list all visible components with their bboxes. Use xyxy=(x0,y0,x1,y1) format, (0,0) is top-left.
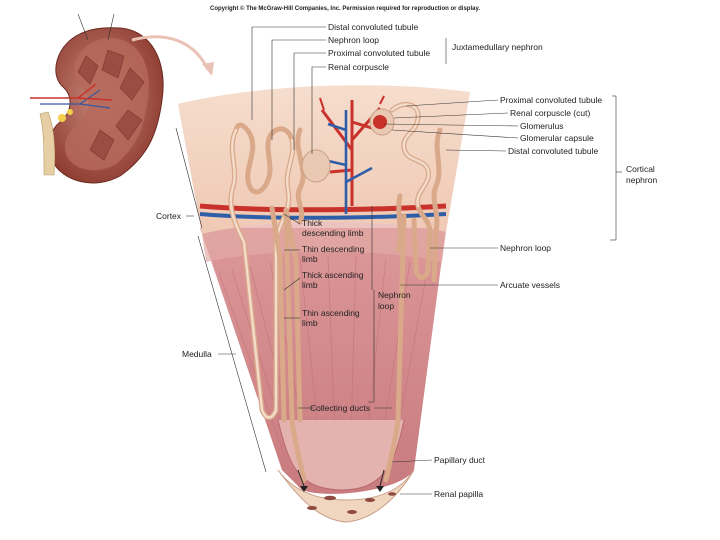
label-renal-papilla: Renal papilla xyxy=(434,489,483,499)
label-nephron-loop-mid-line2: loop xyxy=(378,301,394,311)
leader-lines xyxy=(186,26,519,495)
label-collecting-ducts: Collecting ducts xyxy=(310,403,370,413)
label-thin-descending-line1: Thin descending xyxy=(302,244,365,254)
label-medulla: Medulla xyxy=(182,349,212,359)
collecting-ducts-shape xyxy=(283,213,407,492)
renal-corpuscle-left xyxy=(301,149,331,183)
kidney-wedge xyxy=(178,85,470,523)
label-thick-ascending-line1: Thick ascending xyxy=(302,270,364,280)
label-cortical-nephron-line2: nephron xyxy=(626,175,657,185)
label-nephron-loop-top: Nephron loop xyxy=(328,35,379,45)
label-cortex: Cortex xyxy=(156,211,182,221)
label-thin-ascending-line1: Thin ascending xyxy=(302,308,360,318)
label-thick-ascending-line2: limb xyxy=(302,280,318,290)
label-thin-descending-line2: limb xyxy=(302,254,318,264)
label-glomerulus: Glomerulus xyxy=(520,121,563,131)
label-nephron-loop-mid-line1: Nephron xyxy=(378,290,411,300)
label-cortical-nephron-line1: Cortical xyxy=(626,164,655,174)
label-distal-convoluted-tubule-top: Distal convoluted tubule xyxy=(328,22,419,32)
label-juxtamedullary-nephron: Juxtamedullary nephron xyxy=(452,42,543,52)
label-proximal-convoluted-tubule-top: Proximal convoluted tubule xyxy=(328,48,430,58)
label-distal-convoluted-tubule-right: Distal convoluted tubule xyxy=(508,146,599,156)
juxtamedullary-nephron-shape xyxy=(228,122,331,423)
label-thin-ascending-line2: limb xyxy=(302,318,318,328)
kidney-inset xyxy=(30,13,214,184)
label-glomerular-capsule: Glomerular capsule xyxy=(520,133,594,143)
label-renal-corpuscle-top: Renal corpuscle xyxy=(328,62,389,72)
copyright-text: Copyright © The McGraw-Hill Companies, I… xyxy=(210,5,480,12)
labels: Distal convoluted tubule Nephron loop Pr… xyxy=(156,22,657,499)
label-papillary-duct: Papillary duct xyxy=(434,455,486,465)
label-thick-descending-line2: descending limb xyxy=(302,228,364,238)
label-renal-corpuscle-cut: Renal corpuscle (cut) xyxy=(510,108,590,118)
label-arcuate-vessels: Arcuate vessels xyxy=(500,280,560,290)
label-proximal-convoluted-tubule-right: Proximal convoluted tubule xyxy=(500,95,602,105)
label-thick-descending-line1: Thick xyxy=(302,218,323,228)
label-nephron-loop-right: Nephron loop xyxy=(500,243,551,253)
cortical-nephron-shape xyxy=(369,101,443,283)
